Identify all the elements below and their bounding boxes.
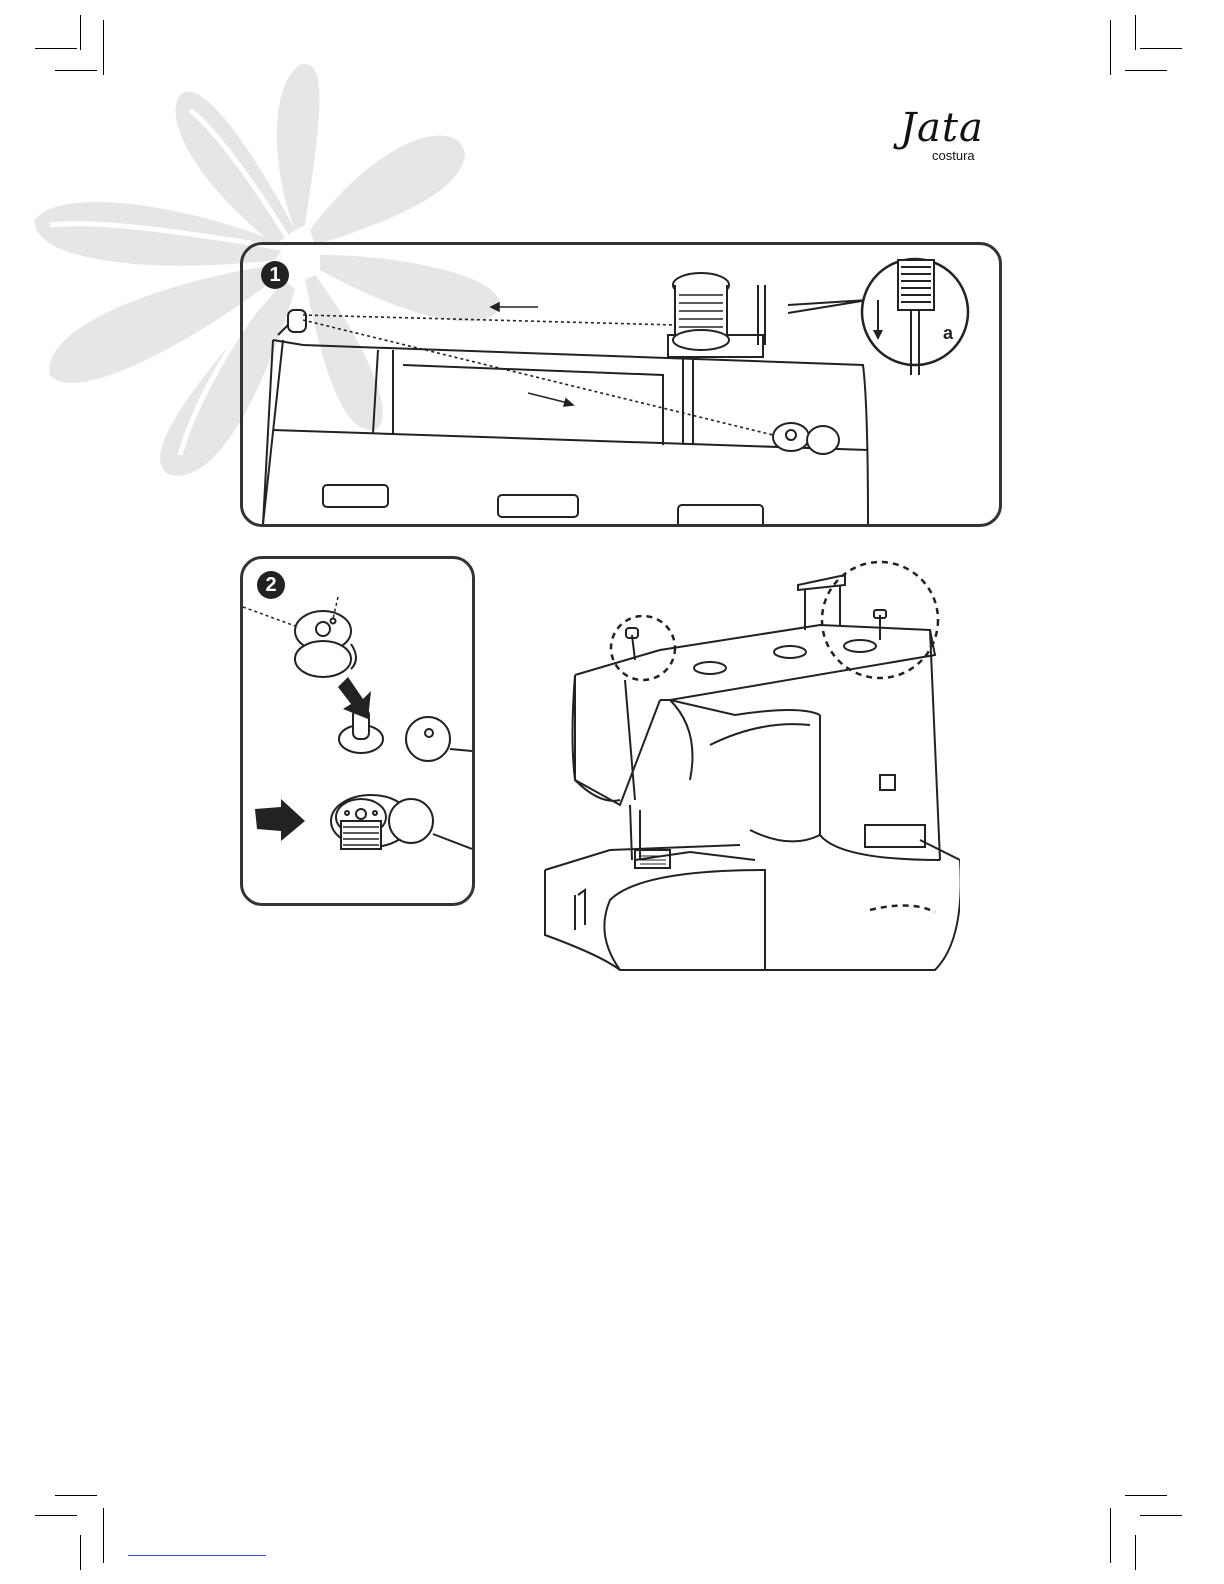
logo-script: Jata — [900, 105, 984, 151]
figure-2-drawing — [243, 559, 472, 903]
step-number-2: 2 — [257, 571, 285, 599]
figure-2-panel: 2 — [240, 556, 475, 906]
callout-label-a: a — [943, 323, 953, 344]
logo-sub: costura — [932, 148, 975, 163]
figure-1-drawing — [243, 245, 999, 524]
sewing-machine — [540, 560, 960, 1000]
figure-1-panel: 1 a — [240, 242, 1002, 527]
step-number-1: 1 — [261, 261, 289, 289]
